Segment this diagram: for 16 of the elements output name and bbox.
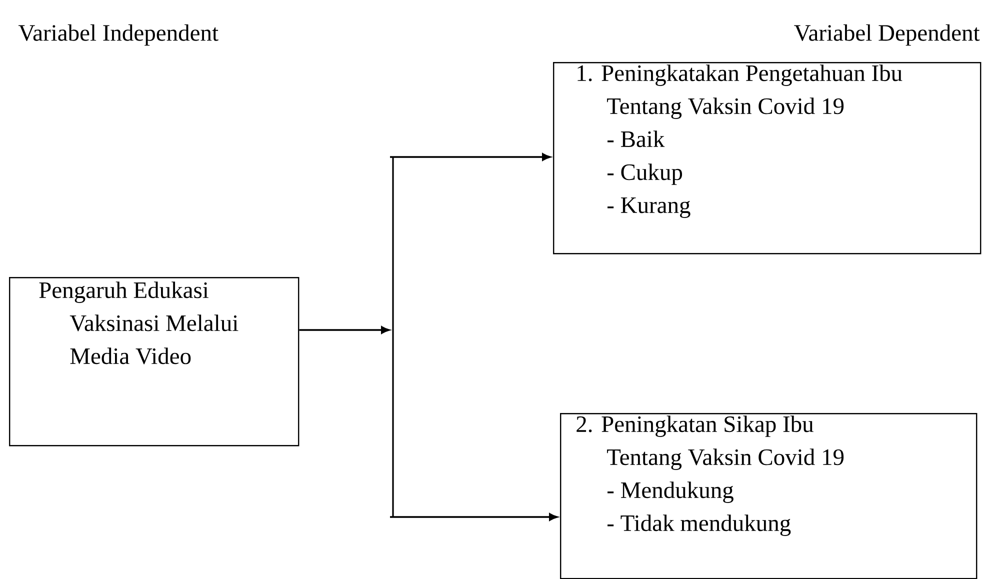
list-item: - Mendukung xyxy=(607,482,734,503)
heading: Variabel Independent xyxy=(18,24,218,46)
text-box xyxy=(9,277,300,446)
arrow xyxy=(390,153,550,161)
box-text: 2. Peningkatan Sikap Ibu Tentang Vaksin Covid 19 xyxy=(576,416,844,470)
box-text: Pengaruh Edukasi Vaksinasi Melalui Media Video xyxy=(39,282,238,364)
list-item: - Cukup xyxy=(607,164,682,185)
list-item: - Baik xyxy=(607,130,665,148)
text-box xyxy=(560,413,978,579)
text-box xyxy=(553,62,982,254)
arrow xyxy=(390,513,558,521)
arrow xyxy=(299,326,390,334)
list-item: - Tidak mendukung xyxy=(607,514,791,536)
list-item: - Kurang xyxy=(607,198,690,218)
box-text: 1. Peningkatakan Pengetahuan Ibu Tentang Vaksin Covid 19 xyxy=(578,64,902,119)
junction-line xyxy=(392,157,394,517)
